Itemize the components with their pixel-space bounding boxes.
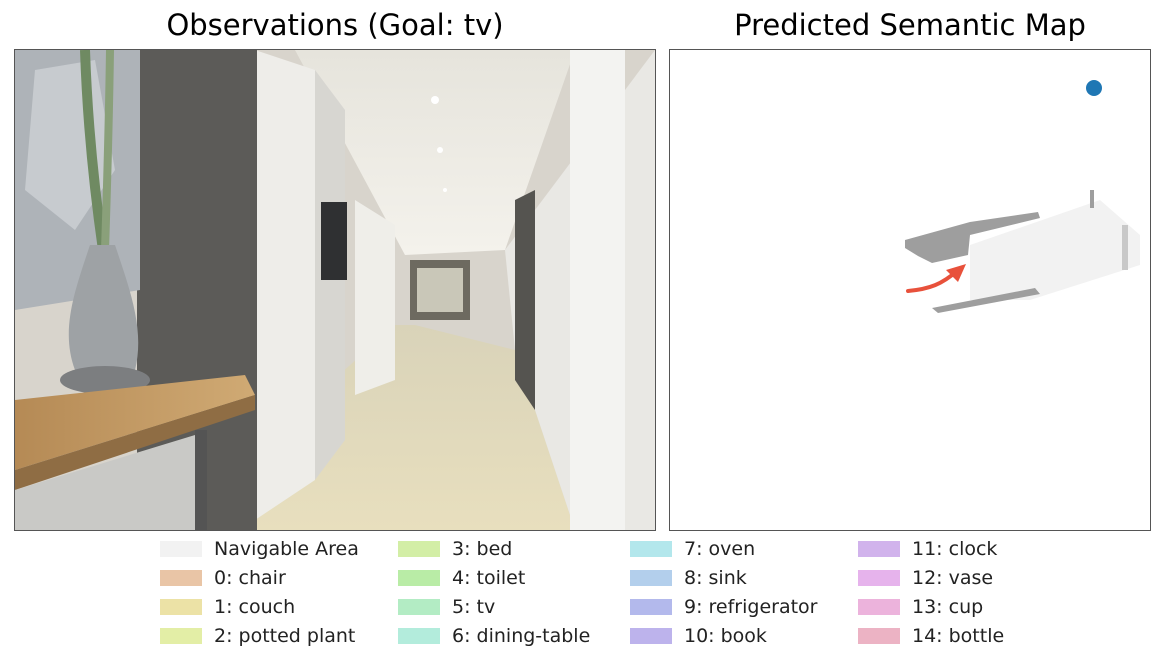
legend-label: 10: book	[684, 625, 767, 647]
obstacle-cells	[905, 212, 1040, 263]
legend-item-couch: 1: couch	[160, 595, 295, 619]
legend-label: 2: potted plant	[214, 625, 356, 647]
legend-item-sink: 8: sink	[630, 566, 747, 590]
legend-item-bottle: 14: bottle	[858, 624, 1004, 648]
agent-arrow-icon	[906, 264, 966, 293]
legend-item-dining-table: 6: dining-table	[398, 624, 590, 648]
obstacle-cells	[1090, 190, 1094, 208]
legend-label: 14: bottle	[912, 625, 1005, 647]
semantic-map	[669, 49, 1151, 531]
legend-swatch	[858, 599, 900, 615]
obstacle-cells	[932, 288, 1040, 313]
observations-title: Observations (Goal: tv)	[166, 8, 504, 42]
goal-dot-icon	[1086, 80, 1102, 96]
legend-label: 6: dining-table	[452, 625, 591, 647]
legend-swatch	[160, 599, 202, 615]
semantic-map-canvas	[670, 50, 1150, 530]
legend-swatch	[160, 570, 202, 586]
legend-label: 4: toilet	[452, 567, 526, 589]
legend-swatch	[160, 628, 202, 644]
legend-item-book: 10: book	[630, 624, 767, 648]
legend-swatch	[398, 541, 440, 557]
legend-item-vase: 12: vase	[858, 566, 993, 590]
legend-item-chair: 0: chair	[160, 566, 286, 590]
semantic-map-title: Predicted Semantic Map	[734, 8, 1086, 42]
legend-label: 0: chair	[214, 567, 286, 589]
obstacle-cells	[1122, 225, 1128, 270]
legend-swatch	[858, 541, 900, 557]
legend-label: 5: tv	[452, 596, 496, 618]
observation-view	[14, 49, 656, 531]
legend-swatch	[160, 541, 202, 557]
legend-item-cup: 13: cup	[858, 595, 983, 619]
legend-swatch	[398, 570, 440, 586]
legend-item-tv: 5: tv	[398, 595, 495, 619]
legend-label: 3: bed	[452, 538, 513, 560]
legend-swatch	[398, 599, 440, 615]
legend: Navigable Area 0: chair 1: couch 2: pott…	[0, 537, 1165, 652]
legend-label: 8: sink	[684, 567, 747, 589]
legend-label: 9: refrigerator	[684, 596, 818, 618]
legend-item-oven: 7: oven	[630, 537, 755, 561]
legend-item-refrigerator: 9: refrigerator	[630, 595, 817, 619]
legend-swatch	[630, 628, 672, 644]
legend-label: 12: vase	[912, 567, 994, 589]
legend-swatch	[398, 628, 440, 644]
legend-label: 13: cup	[912, 596, 984, 618]
legend-swatch	[630, 599, 672, 615]
legend-item-navigable-area: Navigable Area	[160, 537, 359, 561]
legend-label: 7: oven	[684, 538, 756, 560]
legend-label: Navigable Area	[214, 538, 359, 560]
corridor-scene-image	[15, 50, 655, 530]
legend-swatch	[858, 628, 900, 644]
legend-item-clock: 11: clock	[858, 537, 997, 561]
legend-label: 11: clock	[912, 538, 998, 560]
legend-item-bed: 3: bed	[398, 537, 512, 561]
legend-swatch	[858, 570, 900, 586]
legend-item-potted-plant: 2: potted plant	[160, 624, 355, 648]
legend-item-toilet: 4: toilet	[398, 566, 525, 590]
navigable-area	[970, 200, 1140, 300]
legend-swatch	[630, 541, 672, 557]
legend-swatch	[630, 570, 672, 586]
legend-label: 1: couch	[214, 596, 296, 618]
